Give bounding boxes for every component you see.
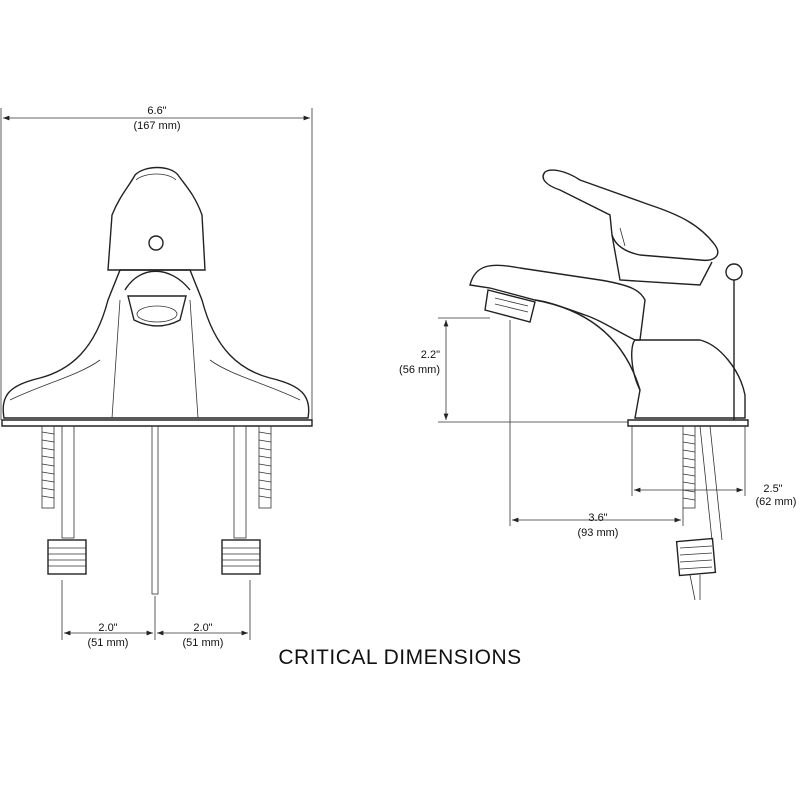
base-depth-inch-label: 2.5"	[763, 483, 782, 495]
left-spacing-mm-label: (51 mm)	[88, 637, 129, 649]
width-inch-label: 6.6"	[147, 105, 166, 117]
right-spacing-mm-label: (51 mm)	[183, 637, 224, 649]
spout-height-mm-label: (56 mm)	[399, 364, 440, 376]
base-depth-mm-label: (62 mm)	[756, 496, 797, 508]
spout-reach-inch-label: 3.6"	[588, 512, 607, 524]
drawing-title: CRITICAL DIMENSIONS	[278, 646, 521, 669]
spout-reach-mm-label: (93 mm)	[578, 527, 619, 539]
width-mm-label: (167 mm)	[133, 120, 180, 132]
side-view: 2.2" (56 mm) 2.5" (62 mm) 3.6" (93 mm)	[399, 169, 797, 601]
left-spacing-inch-label: 2.0"	[98, 622, 117, 634]
right-spacing-inch-label: 2.0"	[193, 622, 212, 634]
spout-height-inch-label: 2.2"	[421, 349, 440, 361]
front-view: 6.6" (167 mm) 2.0" (51 mm) 2.0"	[0, 105, 313, 649]
